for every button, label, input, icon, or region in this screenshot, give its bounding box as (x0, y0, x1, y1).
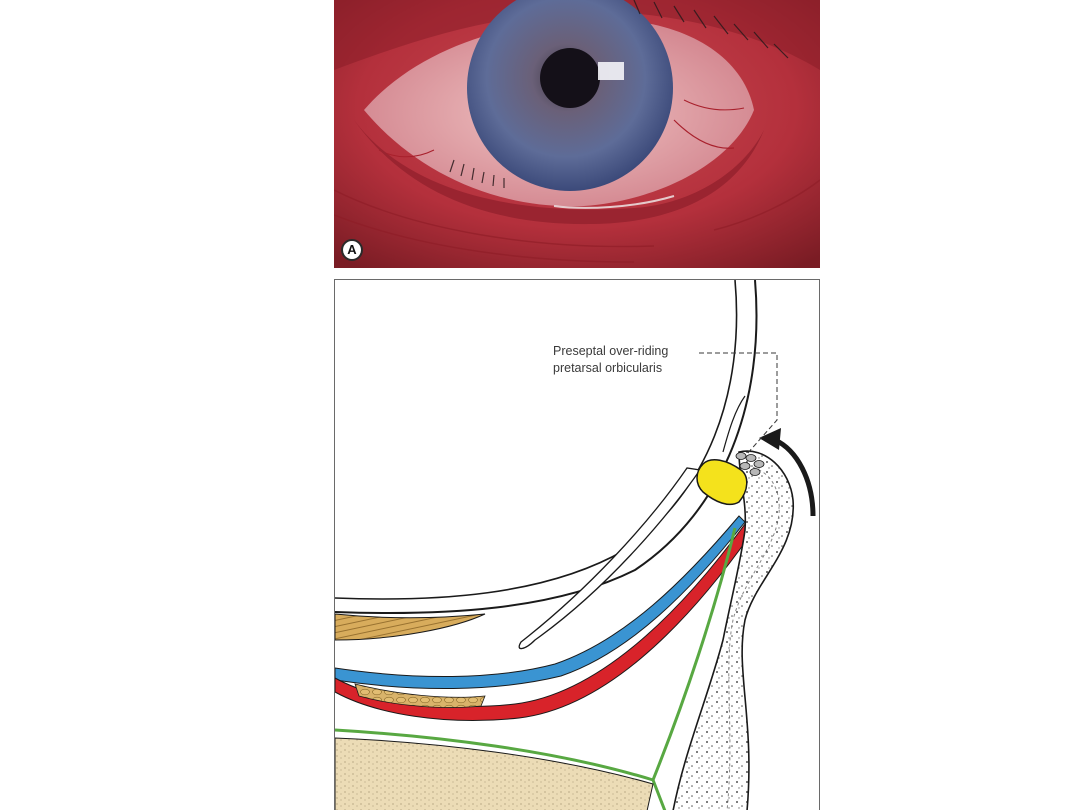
inferior-rectus-muscle (335, 613, 486, 641)
orbital-septum (651, 527, 737, 781)
callout-line-1: Preseptal over-riding (553, 344, 669, 358)
orbital-fat (354, 683, 486, 708)
panel-a-badge: A (341, 239, 363, 261)
callout-line-2: pretarsal orbicularis (553, 361, 663, 375)
globe (335, 280, 758, 615)
clinical-photo-panel: A (334, 0, 820, 268)
callout-label: Preseptal over-riding pretarsal orbicula… (553, 343, 668, 377)
orbital-septum-lower (335, 728, 667, 810)
orbicularis-and-skin (672, 450, 794, 810)
orbital-floor-bone (335, 737, 654, 810)
overriding-orbicularis (735, 452, 765, 476)
pupil (540, 48, 600, 108)
tarsal-plate (696, 458, 748, 506)
capsulopalpebral-fascia (518, 467, 702, 650)
curved-arrow-icon (759, 428, 816, 517)
anatomy-diagram-panel: Preseptal over-riding pretarsal orbicula… (334, 279, 820, 810)
eye-photo (334, 0, 820, 268)
eyelid-cross-section (335, 280, 816, 810)
